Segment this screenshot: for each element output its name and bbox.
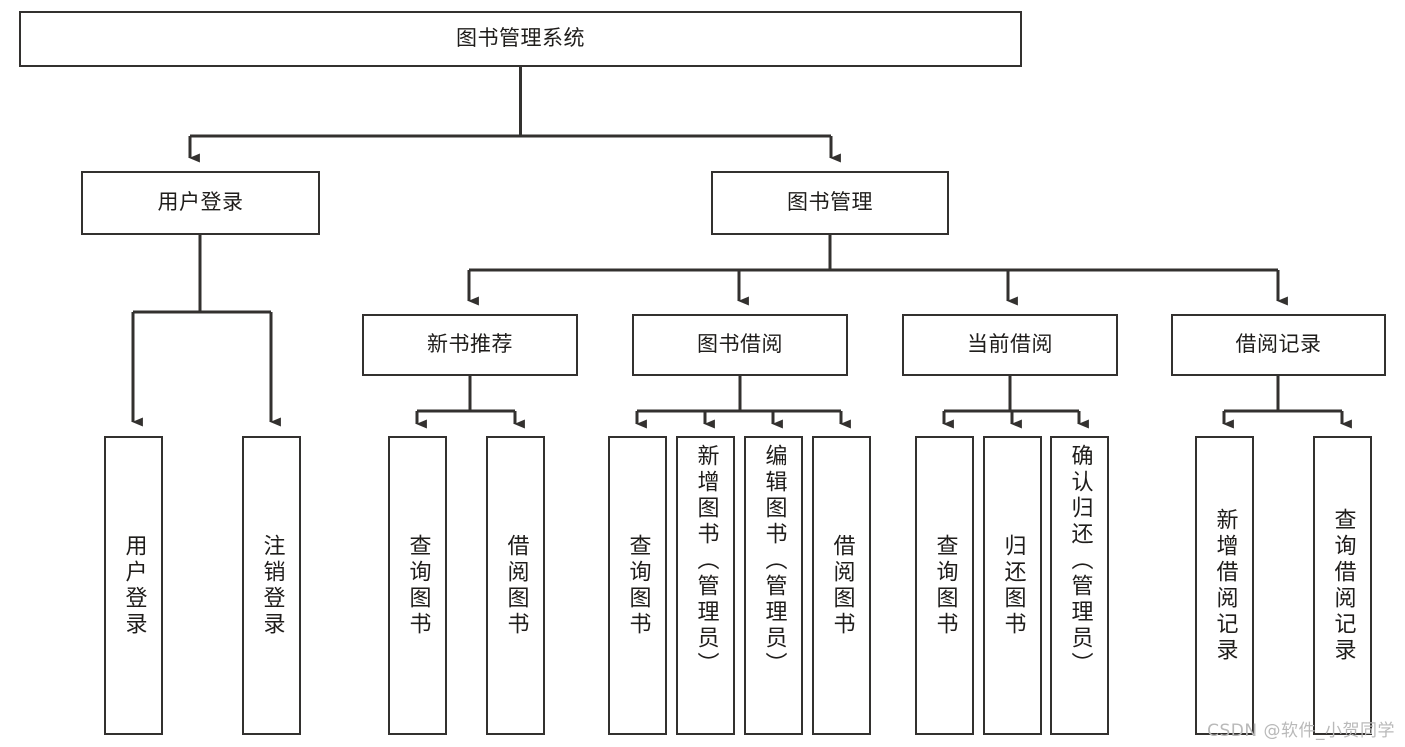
node-leaf-query-book-1[interactable]: 查询图书: [388, 436, 447, 735]
node-leaf-query-book-1-label: 查询图书: [405, 533, 431, 638]
node-leaf-borrow-book-1[interactable]: 借阅图书: [486, 436, 545, 735]
node-book-manage[interactable]: 图书管理: [711, 171, 949, 235]
node-current-borrow[interactable]: 当前借阅: [902, 314, 1118, 376]
node-leaf-add-book[interactable]: 新增图书（管理员）: [676, 436, 735, 735]
node-leaf-query-book-2-label: 查询图书: [625, 533, 651, 638]
node-user-login-label: 用户登录: [157, 190, 244, 215]
node-leaf-query-record[interactable]: 查询借阅记录: [1313, 436, 1372, 735]
node-root[interactable]: 图书管理系统: [19, 11, 1022, 67]
node-leaf-add-book-label: 新增图书（管理员）: [693, 444, 719, 678]
node-leaf-confirm-return[interactable]: 确认归还（管理员）: [1050, 436, 1109, 735]
node-root-label: 图书管理系统: [456, 26, 585, 51]
node-leaf-query-record-label: 查询借阅记录: [1330, 507, 1356, 664]
node-leaf-query-book-3[interactable]: 查询图书: [915, 436, 974, 735]
node-new-book-rec-label: 新书推荐: [427, 332, 513, 357]
node-new-book-rec[interactable]: 新书推荐: [362, 314, 578, 376]
node-leaf-logout-label: 注销登录: [259, 533, 285, 638]
node-leaf-user-login-label: 用户登录: [121, 533, 147, 638]
node-leaf-logout[interactable]: 注销登录: [242, 436, 301, 735]
node-leaf-add-record[interactable]: 新增借阅记录: [1195, 436, 1254, 735]
node-book-manage-label: 图书管理: [787, 190, 873, 215]
node-borrow-record-label: 借阅记录: [1235, 332, 1322, 357]
node-leaf-borrow-book-2[interactable]: 借阅图书: [812, 436, 871, 735]
node-leaf-confirm-return-label: 确认归还（管理员）: [1067, 444, 1093, 678]
node-leaf-query-book-3-label: 查询图书: [932, 533, 958, 638]
node-leaf-query-book-2[interactable]: 查询图书: [608, 436, 667, 735]
node-leaf-return-book-label: 归还图书: [1000, 533, 1026, 638]
node-user-login[interactable]: 用户登录: [81, 171, 320, 235]
node-book-borrow[interactable]: 图书借阅: [632, 314, 848, 376]
node-leaf-edit-book-label: 编辑图书（管理员）: [761, 444, 787, 678]
csdn-watermark: CSDN @软件_小贺同学: [1207, 721, 1395, 741]
node-borrow-record[interactable]: 借阅记录: [1171, 314, 1386, 376]
node-current-borrow-label: 当前借阅: [967, 332, 1053, 357]
node-leaf-borrow-book-2-label: 借阅图书: [829, 533, 855, 638]
node-leaf-user-login[interactable]: 用户登录: [104, 436, 163, 735]
node-leaf-borrow-book-1-label: 借阅图书: [503, 533, 529, 638]
node-leaf-return-book[interactable]: 归还图书: [983, 436, 1042, 735]
node-book-borrow-label: 图书借阅: [697, 332, 783, 357]
node-leaf-add-record-label: 新增借阅记录: [1212, 507, 1238, 664]
node-leaf-edit-book[interactable]: 编辑图书（管理员）: [744, 436, 803, 735]
